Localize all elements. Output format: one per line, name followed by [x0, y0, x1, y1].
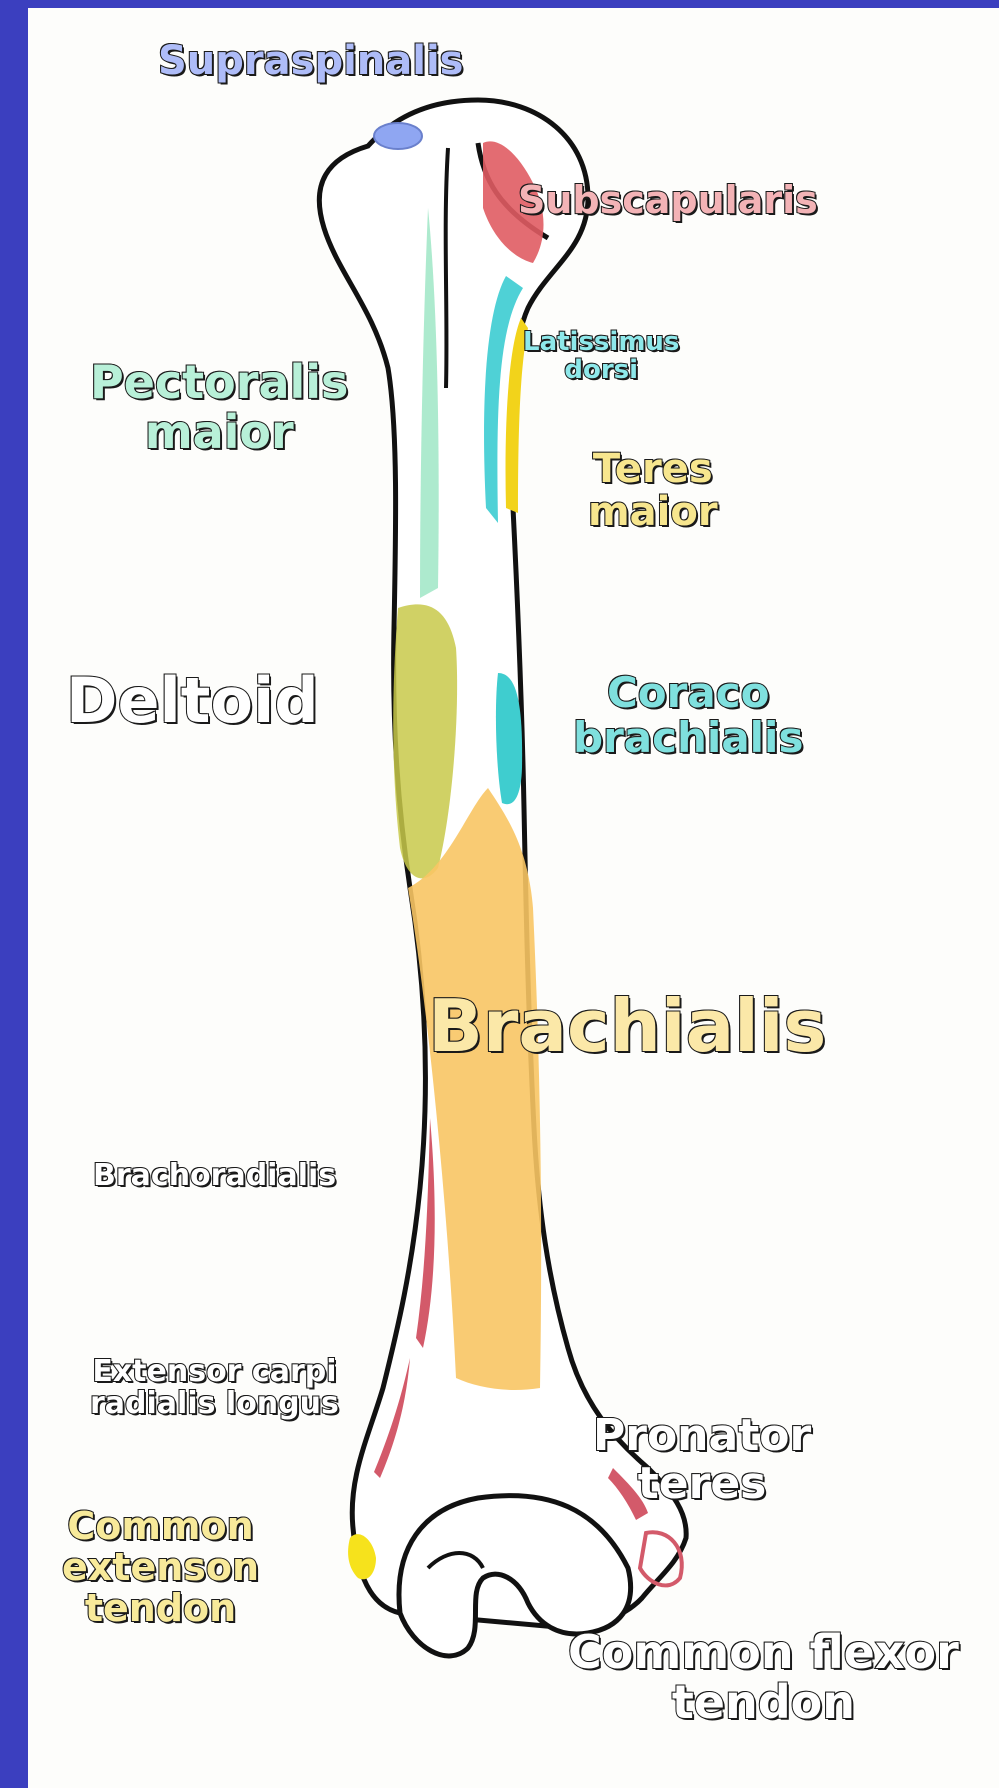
label-deltoid: Deltoid: [66, 668, 319, 735]
intertubercular-groove: [446, 148, 448, 388]
diagram-frame: Supraspinalis Subscapularis Latissimus d…: [28, 8, 999, 1788]
label-brachoradialis: Brachoradialis: [93, 1160, 336, 1192]
label-latissimus-dorsi: Latissimus dorsi: [523, 328, 679, 384]
label-common-flexor-tendon: Common flexor tendon: [568, 1628, 959, 1727]
label-teres-maior: Teres maior: [588, 448, 718, 534]
label-supraspinalis: Supraspinalis: [158, 40, 464, 83]
supraspinalis-attachment: [374, 123, 422, 149]
label-subscapularis: Subscapularis: [518, 180, 818, 221]
label-common-extenson-tendon: Common extenson tendon: [62, 1506, 259, 1629]
label-pronator-teres: Pronator teres: [593, 1412, 811, 1507]
label-pectoralis-maior: Pectoralis maior: [90, 358, 348, 457]
label-coracobrachialis: Coraco brachialis: [573, 670, 803, 761]
label-extensor-carpi-radialis-longus: Extensor carpi radialis longus: [90, 1356, 339, 1421]
label-brachialis: Brachialis: [428, 988, 826, 1066]
